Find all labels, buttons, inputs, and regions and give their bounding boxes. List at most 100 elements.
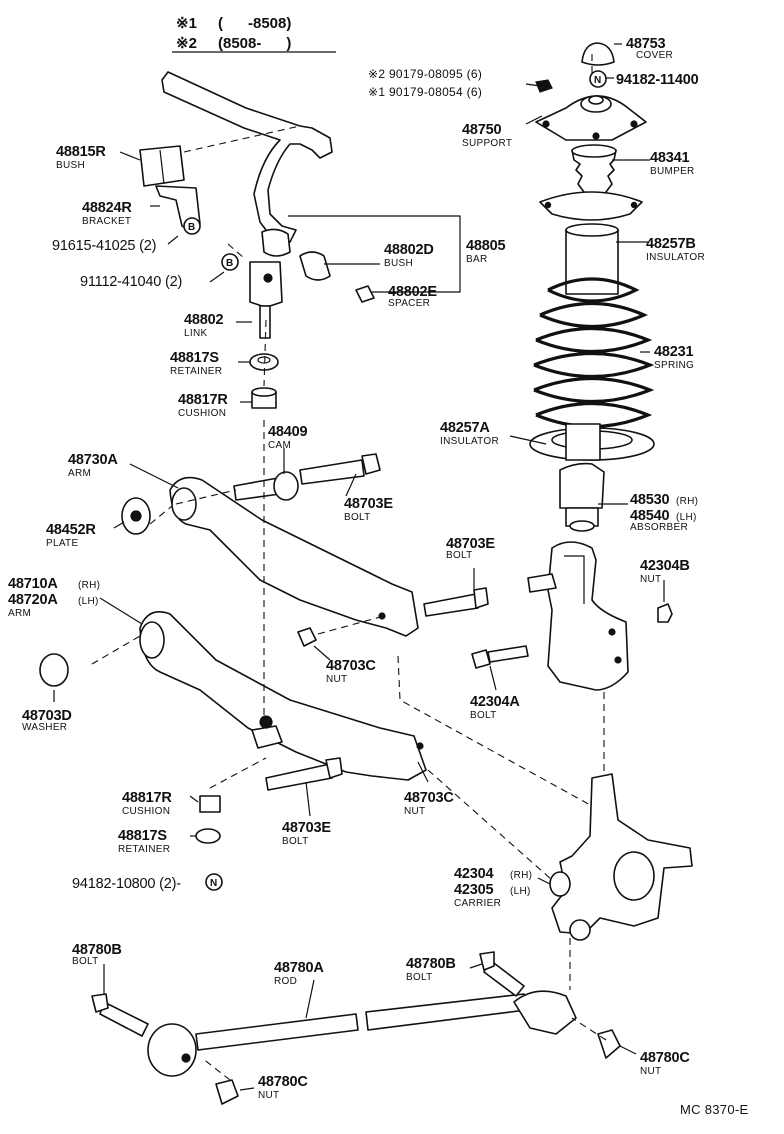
callout-48780c-right: 48780C NUT (640, 1050, 691, 1077)
part-number: 48452R (46, 522, 96, 538)
bumper-part (571, 144, 617, 201)
callout-48805: 48805 BAR (466, 238, 506, 265)
part-name: BRACKET (82, 216, 131, 227)
part-name: BUSH (56, 160, 85, 171)
support-part (535, 95, 647, 141)
part-number: 91615-41025 (2) (52, 238, 156, 254)
part-name: BUSH (384, 258, 413, 269)
marker-n-lower: N (205, 873, 223, 891)
callout-48257b: 48257B INSULATOR (646, 236, 705, 263)
svg-text:B: B (226, 258, 234, 269)
part-name: CARRIER (454, 898, 501, 909)
part-number: 48780A (274, 960, 324, 976)
part-name: RETAINER (170, 366, 222, 377)
stabilizer-bar-part (161, 71, 333, 243)
washer-part (39, 653, 69, 687)
part-name: WASHER (22, 722, 67, 733)
bolt-48703e-upper-part (299, 453, 381, 485)
nut-42304b-part (657, 603, 673, 623)
callout-94182-10800: 94182-10800 (2)- (72, 876, 181, 892)
part-number: 48780B (72, 942, 122, 958)
callout-48341: 48341 BUMPER (650, 150, 694, 177)
part-name: ARM (8, 608, 31, 619)
spacer-part (355, 285, 375, 303)
absorber-part (527, 423, 629, 691)
callout-48530-48540: 48530 (RH) 48540 (LH) ABSORBER (630, 492, 698, 533)
legend-row1-mark: ※1 (176, 15, 197, 32)
part-name: LINK (184, 328, 207, 339)
rod-part (147, 990, 577, 1077)
part-number-lh: 48540 (630, 508, 669, 524)
part-number: 48815R (56, 144, 106, 160)
leader-lines (53, 43, 665, 1091)
part-number: 48703D (22, 708, 72, 724)
legend-row2-mark: ※2 (176, 35, 197, 52)
part-number: 48703E (282, 820, 331, 836)
link-lower-end-part (251, 715, 283, 749)
part-name: BOLT (406, 972, 433, 983)
callout-48703e-right: 48703E BOLT (446, 536, 496, 561)
part-number: 48231 (654, 344, 693, 360)
upper-nut-part (535, 79, 553, 93)
part-number: 48703E (446, 536, 495, 552)
callout-48817r: 48817R CUSHION (178, 392, 229, 419)
part-number: 48730A (68, 452, 118, 468)
rod-bolt-left-part (91, 993, 149, 1037)
part-number-2: ※2 90179-08095 (6) (368, 67, 482, 81)
part-name: BAR (466, 254, 487, 265)
callout-48750: 48750 SUPPORT (462, 122, 512, 149)
part-number: 42304A (470, 694, 520, 710)
part-name: NUT (640, 1066, 661, 1077)
suffix-lh: (LH) (78, 596, 99, 607)
callout-48257a: 48257A INSULATOR (440, 420, 499, 447)
link-part (249, 261, 283, 339)
callout-48231: 48231 SPRING (654, 344, 694, 371)
callout-48802e: 48802E SPACER (388, 284, 438, 309)
suffix-lh: (LH) (510, 886, 531, 897)
cam-part (233, 471, 299, 501)
suffix-rh: (RH) (510, 870, 532, 881)
legend-row1-range: ( -8508) (218, 15, 291, 32)
callout-48780c-left: 48780C NUT (258, 1074, 309, 1101)
callout-90179: ※2 90179-08095 (6) ※1 90179-08054 (6) (368, 67, 482, 99)
part-name: NUT (326, 674, 347, 685)
part-number-1: ※1 90179-08054 (6) (368, 85, 482, 99)
callout-42304-42305: 42304 (RH) 42305 (LH) CARRIER (454, 866, 532, 909)
part-number: 42304B (640, 558, 690, 574)
part-number-rh: 48530 (630, 492, 669, 508)
callout-48703e-upper: 48703E BOLT (344, 496, 394, 523)
diagram-code: MC 8370-E (680, 1102, 748, 1117)
callout-48730a: 48730A ARM (68, 452, 119, 479)
callout-48753: 48753 COVER (626, 36, 673, 61)
part-number: 48257B (646, 236, 696, 252)
callout-91615: 91615-41025 (2) (52, 238, 156, 254)
carrier-part (549, 773, 693, 941)
marker-n-upper: N (589, 70, 607, 88)
nut-48780c-left-part (215, 1079, 239, 1105)
part-number: 48780C (258, 1074, 308, 1090)
svg-text:N: N (210, 878, 218, 889)
part-number: 48802 (184, 312, 223, 328)
retainer-upper-part (249, 353, 279, 371)
legend-row2-range: (8508- ) (218, 35, 291, 52)
part-name: CUSHION (122, 806, 170, 817)
part-number: 48409 (268, 424, 307, 440)
part-name: SPRING (654, 360, 694, 371)
part-number: 91112-41040 (2) (80, 274, 182, 290)
callout-91112: 91112-41040 (2) (80, 274, 182, 290)
part-name: BOLT (282, 836, 309, 847)
callout-48802d: 48802D BUSH (384, 242, 434, 269)
part-number-lh: 42305 (454, 882, 493, 898)
part-number: 94182-11400 (616, 72, 699, 88)
part-number: 48750 (462, 122, 501, 138)
part-name: BOLT (344, 512, 371, 523)
callout-48815r: 48815R BUSH (56, 144, 107, 171)
callout-48817s: 48817S RETAINER (170, 350, 222, 377)
callout-42304a: 42304A BOLT (470, 694, 521, 721)
callout-48409: 48409 CAM (268, 424, 308, 451)
cushion-lower-part (199, 795, 221, 813)
part-name: CAM (268, 440, 291, 451)
part-name: NUT (404, 806, 425, 817)
assembly-dashed-lines (91, 54, 607, 1081)
